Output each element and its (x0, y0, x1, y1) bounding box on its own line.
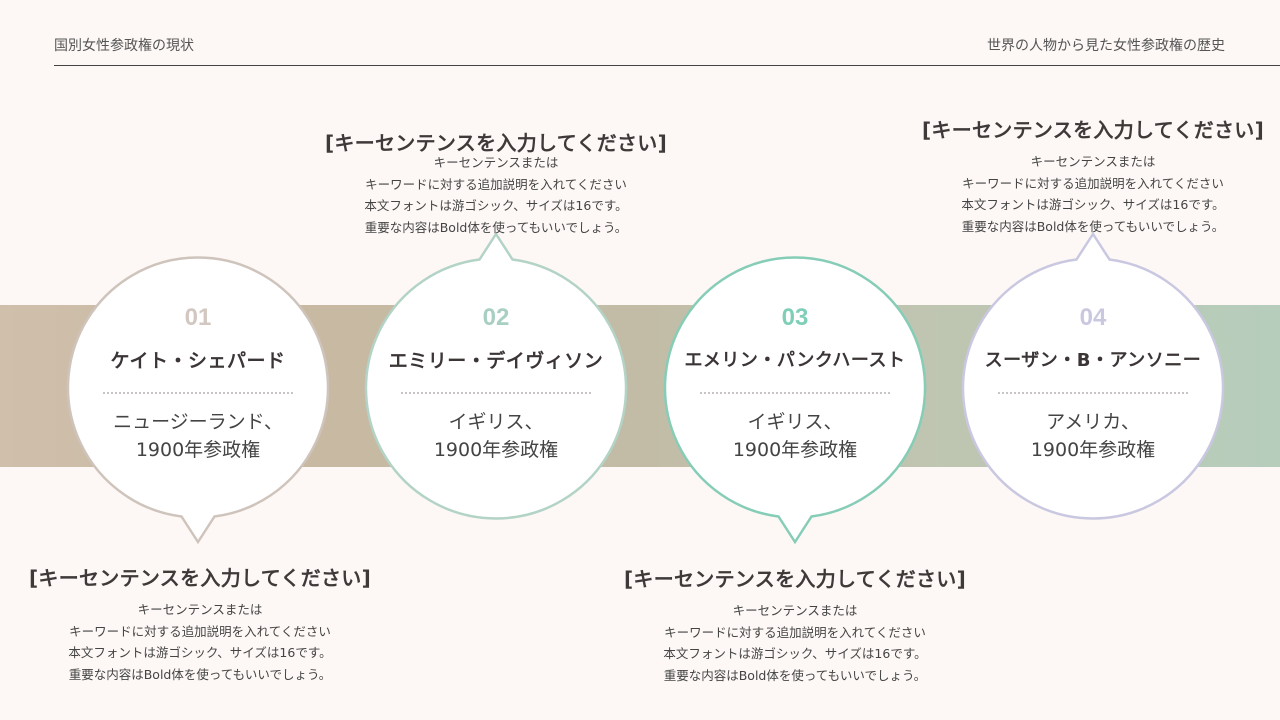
speech-bubble-shape (364, 231, 628, 520)
country-line: アメリカ、 (1046, 411, 1140, 433)
dotted-divider (401, 392, 591, 394)
speech-bubble-shape (66, 256, 330, 545)
callout-line: キーセンテンスまたは (137, 602, 263, 617)
callout-4: [キーセンテンスを入力してください] キーセンテンスまたは キーワードに対する追… (893, 114, 1280, 237)
person-name: スーザン・B・アンソニー (984, 350, 1202, 371)
bubble-item-2: 02 エミリー・デイヴィソン イギリス、 1900年参政権 (364, 231, 628, 520)
year-line: 1900年参政権 (135, 439, 261, 461)
callout-body: キーセンテンスまたは キーワードに対する追加説明を入れてください 本文フォントは… (893, 151, 1280, 237)
dotted-divider (700, 392, 890, 394)
speech-bubble-shape (961, 231, 1225, 520)
callout-line: キーセンテンスまたは (433, 155, 559, 170)
callout-line: 本文フォントは游ゴシック、サイズは16です。 (364, 198, 628, 213)
person-name: ケイト・シェパード (110, 350, 286, 372)
callout-title: [キーセンテンスを入力してください] (28, 566, 372, 590)
callout-body: キーセンテンスまたは キーワードに対する追加説明を入れてください 本文フォントは… (296, 152, 696, 238)
callout-body: キーセンテンスまたは キーワードに対する追加説明を入れてください 本文フォントは… (0, 599, 400, 685)
callout-line: 重要な内容はBold体を使ってもいいでしょう。 (663, 667, 927, 683)
bubble-item-1: 01 ケイト・シェパード ニュージーランド、 1900年参政権 (66, 256, 330, 545)
country-line: ニュージーランド、 (113, 411, 283, 433)
year-line: 1900年参政権 (433, 439, 559, 461)
item-number: 01 (184, 304, 212, 331)
callout-line: キーワードに対する追加説明を入れてください (365, 176, 627, 192)
callout-line: 重要な内容はBold体を使ってもいいでしょう。 (364, 219, 628, 235)
person-name: エミリー・デイヴィソン (388, 350, 604, 372)
section-title: 国別女性参政権の現状 (54, 38, 194, 54)
country-info: イギリス、 1900年参政権 (665, 408, 925, 464)
dotted-divider (103, 392, 293, 394)
dotted-divider (998, 392, 1188, 394)
bubble-item-4: 04 スーザン・B・アンソニー アメリカ、 1900年参政権 (961, 231, 1225, 520)
callout-line: 本文フォントは游ゴシック、サイズは16です。 (663, 646, 927, 661)
country-line: イギリス、 (747, 411, 843, 433)
callout-title: [キーセンテンスを入力してください] (324, 131, 668, 155)
callout-line: キーワードに対する追加説明を入れてください (962, 175, 1224, 191)
speech-bubble-shape (663, 256, 927, 545)
callout-body: キーセンテンスまたは キーワードに対する追加説明を入れてください 本文フォントは… (595, 600, 995, 686)
callout-line: キーセンテンスまたは (1030, 154, 1156, 169)
country-line: イギリス、 (448, 411, 544, 433)
callout-2: [キーセンテンスを入力してください] キーセンテンスまたは キーワードに対する追… (296, 127, 696, 238)
item-number: 02 (482, 304, 510, 331)
item-number: 03 (781, 304, 809, 331)
callout-line: キーセンテンスまたは (732, 603, 858, 618)
year-line: 1900年参政権 (1030, 439, 1156, 461)
callout-line: 重要な内容はBold体を使ってもいいでしょう。 (68, 666, 332, 682)
item-number: 04 (1079, 304, 1107, 331)
callout-line: 本文フォントは游ゴシック、サイズは16です。 (961, 197, 1225, 212)
callout-line: 本文フォントは游ゴシック、サイズは16です。 (68, 645, 332, 660)
country-info: アメリカ、 1900年参政権 (963, 408, 1223, 464)
callout-3: [キーセンテンスを入力してください] キーセンテンスまたは キーワードに対する追… (595, 563, 995, 686)
bubble-item-3: 03 エメリン・パンクハースト イギリス、 1900年参政権 (663, 256, 927, 545)
header-divider (54, 65, 1280, 66)
country-info: イギリス、 1900年参政権 (366, 408, 626, 464)
callout-title: [キーセンテンスを入力してください] (921, 118, 1265, 142)
callout-title: [キーセンテンスを入力してください] (623, 567, 967, 591)
callout-1: [キーセンテンスを入力してください] キーセンテンスまたは キーワードに対する追… (0, 562, 400, 685)
year-line: 1900年参政権 (732, 439, 858, 461)
country-info: ニュージーランド、 1900年参政権 (68, 408, 328, 464)
slide-title: 世界の人物から見た女性参政権の歴史 (987, 38, 1225, 54)
callout-line: キーワードに対する追加説明を入れてください (69, 623, 331, 639)
callout-line: 重要な内容はBold体を使ってもいいでしょう。 (961, 218, 1225, 234)
callout-line: キーワードに対する追加説明を入れてください (664, 624, 926, 640)
person-name: エメリン・パンクハースト (684, 350, 906, 371)
